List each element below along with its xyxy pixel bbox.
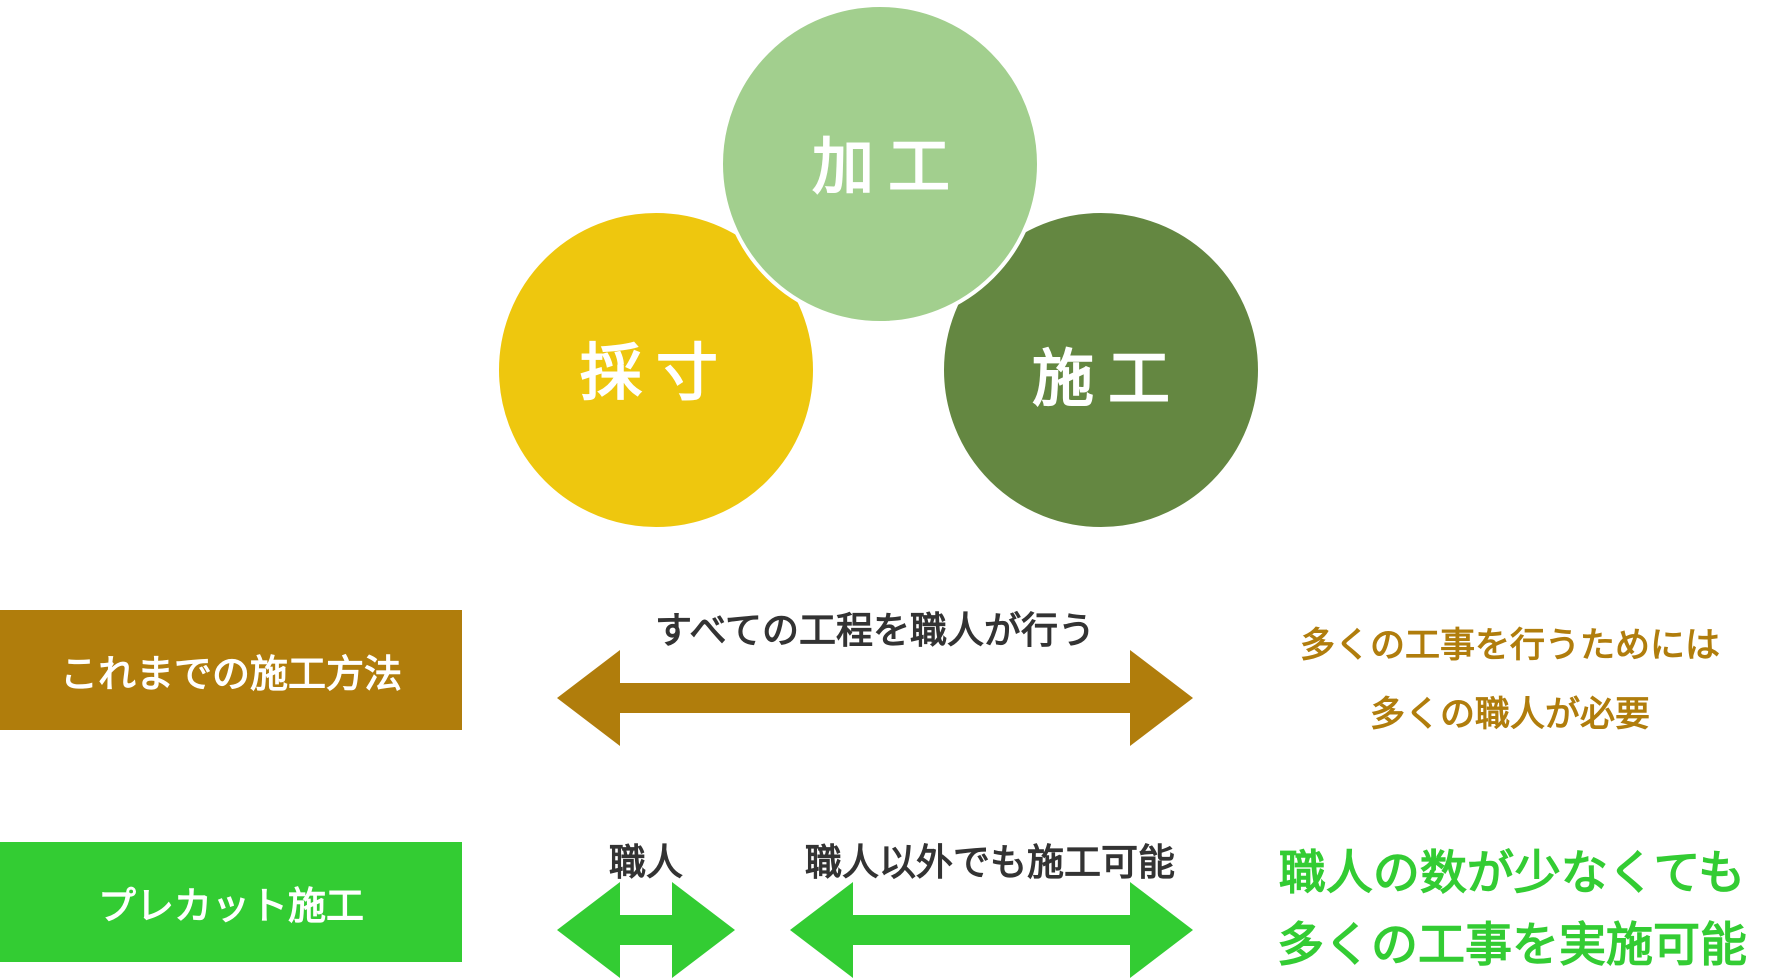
kakou-circle [719, 3, 1041, 325]
precut-craftsman-arrow [557, 882, 735, 978]
precut-craftsman-caption: 職人 [609, 841, 683, 884]
saisun-circle-label: 採寸 [580, 336, 732, 409]
traditional-arrow-caption: すべての工程を職人が行う [655, 609, 1095, 652]
precut-method-label-text: プレカット施工 [97, 883, 364, 928]
saisun-circle [495, 209, 817, 531]
precut-result-line1: 職人の数が少なくても [1278, 846, 1746, 901]
kakou-circle-label: 加工 [812, 130, 964, 203]
precut-non-craftsman-arrow [790, 882, 1193, 978]
precut-method-label: プレカット施工 [0, 842, 462, 962]
sekou-circle-label: 施工 [1032, 342, 1184, 415]
traditional-method-label-text: これまでの施工方法 [59, 651, 402, 696]
sekou-circle [940, 209, 1262, 531]
traditional-method-label: これまでの施工方法 [0, 610, 462, 730]
traditional-result-line2: 多くの職人が必要 [1369, 695, 1650, 735]
traditional-result-line1: 多くの工事を行うためには [1299, 626, 1720, 666]
traditional-double-arrow [557, 650, 1193, 746]
precut-result-line2: 多くの工事を実施可能 [1277, 918, 1747, 973]
precut-non-craftsman-caption: 職人以外でも施工可能 [805, 841, 1175, 884]
